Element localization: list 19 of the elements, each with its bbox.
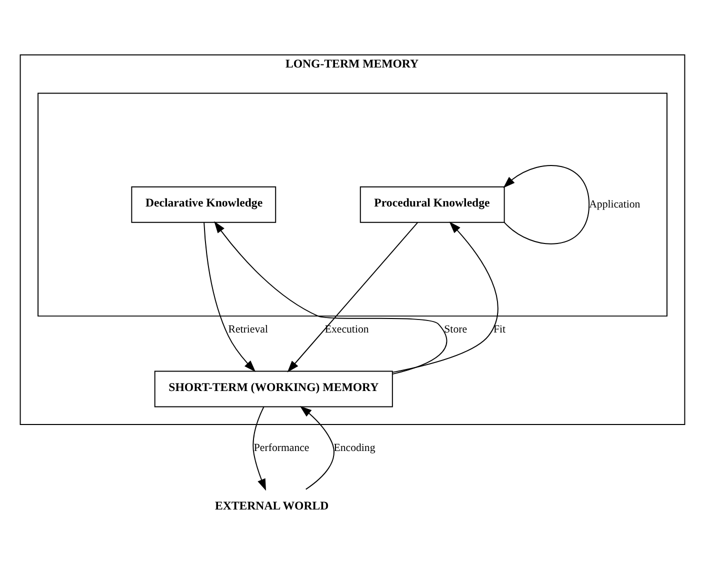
edge-label: Fit [493,324,506,336]
edge-label: Execution [324,324,369,336]
node-text: EXTERNAL WORLD [214,498,329,512]
arrow [214,221,448,375]
edge-label: Store [444,324,468,336]
node-box: Procedural Knowledge [360,186,505,223]
cluster [38,92,668,317]
edge-label: Retrieval [228,324,268,336]
edge-label: Application [589,198,640,210]
arrow [503,165,590,244]
edge-label: Performance [254,442,310,454]
edge-label: Encoding [334,442,376,454]
node-box: Declarative Knowledge [131,186,276,223]
node-box: SHORT-TERM (WORKING) MEMORY [154,370,393,408]
arrow [300,406,334,490]
arrow [252,406,266,491]
arrow [392,222,498,373]
arrow [287,222,418,372]
arrow [204,222,256,372]
